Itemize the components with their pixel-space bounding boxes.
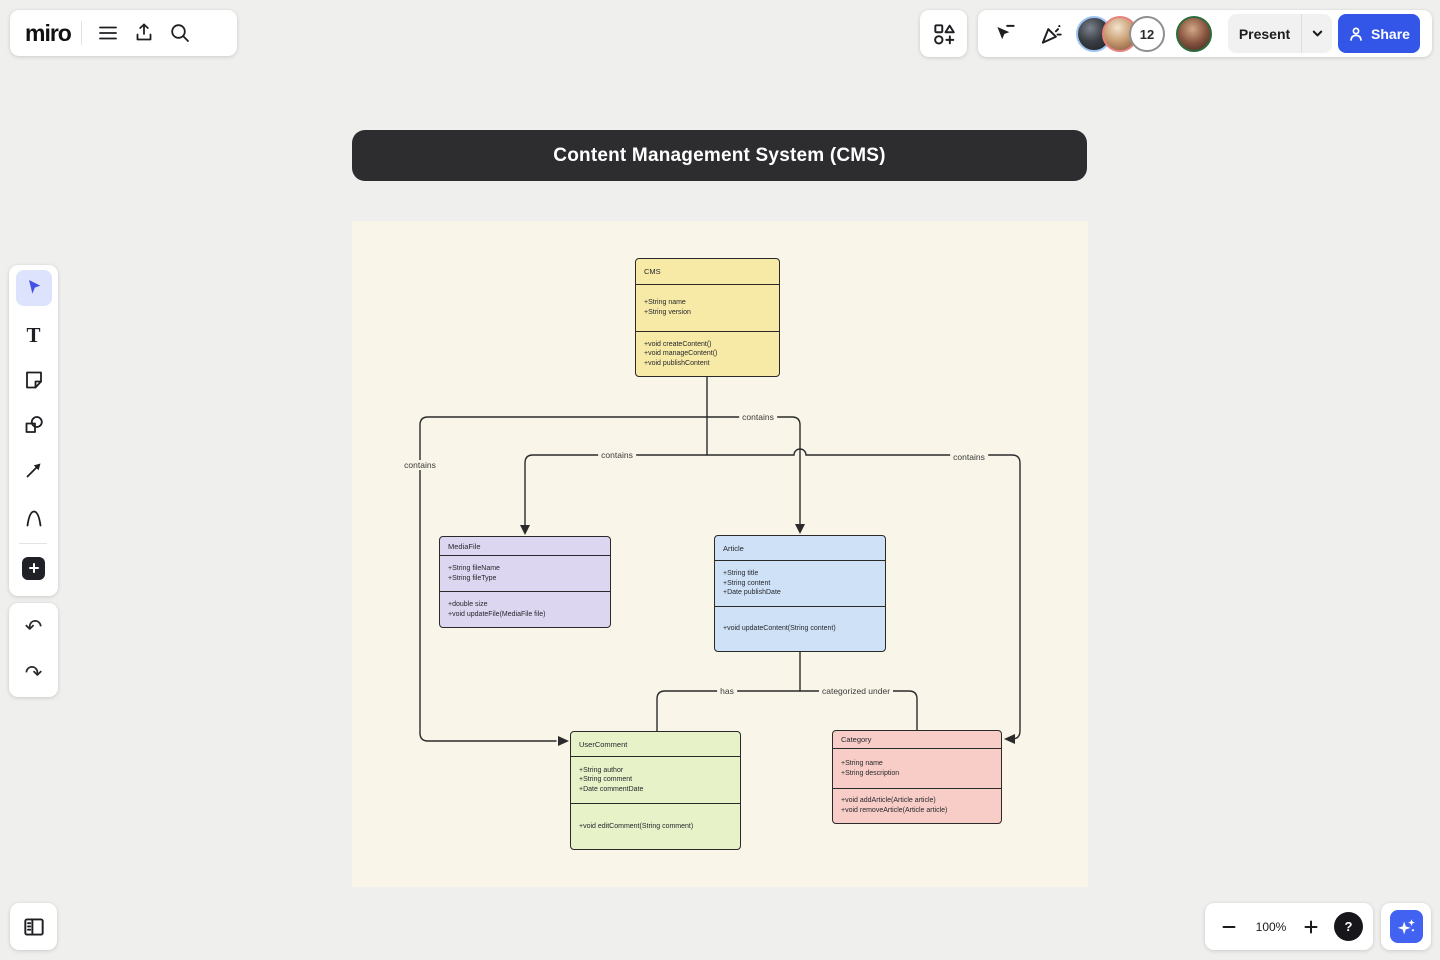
class-attributes: +String name +String description bbox=[833, 749, 1001, 789]
search-button[interactable] bbox=[162, 15, 198, 51]
undo-redo-toolbar: ↶ ↷ bbox=[9, 603, 58, 697]
share-label: Share bbox=[1371, 25, 1410, 42]
class-box-cms[interactable]: CMS +String name +String version +void c… bbox=[635, 258, 780, 377]
pen-tool-button[interactable] bbox=[16, 500, 52, 536]
class-title: CMS bbox=[636, 259, 779, 285]
follow-cursors-button[interactable] bbox=[987, 16, 1023, 52]
shapes-picker-button[interactable] bbox=[920, 10, 967, 57]
connector-label[interactable]: contains bbox=[598, 450, 636, 460]
connector-label[interactable]: has bbox=[717, 686, 737, 696]
hamburger-icon bbox=[98, 26, 117, 40]
diagram-title-shape[interactable]: Content Management System (CMS) bbox=[352, 130, 1087, 181]
divider bbox=[1301, 14, 1302, 53]
class-title: UserComment bbox=[571, 732, 740, 757]
connector-label[interactable]: contains bbox=[739, 412, 777, 422]
shapes-grid-icon bbox=[933, 23, 955, 45]
class-title: Article bbox=[715, 536, 885, 561]
more-tools-button[interactable] bbox=[16, 550, 52, 586]
sticky-note-tool-button[interactable] bbox=[16, 362, 52, 398]
class-box-usercomment[interactable]: UserComment +String author +String comme… bbox=[570, 731, 741, 850]
present-label: Present bbox=[1238, 25, 1291, 42]
class-attributes: +String fileName +String fileType bbox=[440, 556, 610, 592]
class-methods: +double size +void updateFile(MediaFile … bbox=[448, 600, 546, 618]
export-button[interactable] bbox=[126, 15, 162, 51]
connector-label[interactable]: contains bbox=[401, 460, 439, 470]
minus-icon bbox=[1222, 925, 1236, 928]
redo-icon: ↷ bbox=[24, 661, 43, 685]
sticky-note-icon bbox=[25, 371, 42, 389]
reactions-button[interactable] bbox=[1033, 16, 1069, 52]
present-button[interactable]: Present bbox=[1228, 14, 1332, 53]
text-tool-icon: T bbox=[26, 322, 41, 347]
chevron-down-icon bbox=[1312, 30, 1322, 37]
zoom-in-button[interactable] bbox=[1293, 909, 1329, 945]
divider bbox=[80, 21, 82, 45]
connector-tool-button[interactable] bbox=[16, 452, 52, 488]
ai-assistant-panel bbox=[1381, 903, 1431, 950]
main-menu-button[interactable] bbox=[90, 15, 126, 51]
sparkles-icon bbox=[1397, 918, 1415, 934]
class-methods: +void addArticle(Article article) +void … bbox=[841, 797, 948, 814]
frames-panel-button[interactable] bbox=[10, 903, 57, 950]
present-dropdown-toggle[interactable] bbox=[1302, 27, 1332, 40]
connector-label[interactable]: categorized under bbox=[818, 686, 894, 696]
class-methods: +void updateContent(String content) bbox=[723, 625, 836, 633]
zoom-controls: 100% ? bbox=[1205, 903, 1373, 950]
party-popper-icon bbox=[1041, 24, 1062, 44]
class-attributes: +String name +String version bbox=[636, 285, 779, 332]
plus-icon bbox=[1304, 920, 1318, 933]
zoom-out-button[interactable] bbox=[1211, 909, 1247, 945]
divider bbox=[19, 543, 47, 544]
search-icon bbox=[171, 24, 189, 42]
frames-panel-icon bbox=[23, 917, 44, 936]
miro-logo[interactable]: miro bbox=[25, 19, 72, 46]
class-box-article[interactable]: Article +String title +String content +D… bbox=[714, 535, 886, 652]
text-tool-button[interactable]: T bbox=[16, 317, 52, 353]
class-methods: +void editComment(String comment) bbox=[579, 822, 694, 830]
creation-toolbar: T bbox=[9, 265, 58, 596]
class-box-category[interactable]: Category +String name +String descriptio… bbox=[832, 730, 1002, 824]
top-left-toolbar: miro bbox=[10, 10, 237, 56]
top-right-toolbar: 12 Present Share bbox=[978, 10, 1432, 57]
undo-icon: ↶ bbox=[24, 615, 43, 639]
zoom-level[interactable]: 100% bbox=[1255, 919, 1287, 934]
class-title: Category bbox=[833, 731, 1001, 749]
shapes-tool-button[interactable] bbox=[16, 407, 52, 443]
class-methods: +void createContent() +void manageConten… bbox=[644, 340, 718, 367]
ai-assistant-button[interactable] bbox=[1389, 910, 1423, 943]
plus-icon bbox=[22, 556, 45, 580]
class-title: MediaFile bbox=[440, 537, 610, 556]
person-icon bbox=[1350, 27, 1362, 41]
select-tool-button[interactable] bbox=[15, 270, 52, 306]
shapes-icon bbox=[25, 416, 43, 433]
help-button[interactable]: ? bbox=[1334, 912, 1363, 941]
current-user-avatar[interactable] bbox=[1176, 16, 1212, 52]
select-cursor-icon bbox=[28, 280, 40, 294]
class-box-mediafile[interactable]: MediaFile +String fileName +String fileT… bbox=[439, 536, 611, 628]
export-icon bbox=[136, 23, 152, 41]
undo-button[interactable]: ↶ bbox=[16, 609, 52, 645]
connector-label[interactable]: contains bbox=[950, 452, 988, 462]
share-button[interactable]: Share bbox=[1338, 14, 1420, 53]
class-attributes: +String author +String comment +Date com… bbox=[571, 757, 740, 804]
collaborator-count-badge[interactable]: 12 bbox=[1129, 16, 1165, 52]
redo-button[interactable]: ↷ bbox=[16, 655, 52, 691]
arrow-icon bbox=[26, 463, 40, 478]
cursor-toggle-icon bbox=[997, 24, 1015, 39]
pen-icon bbox=[26, 510, 41, 527]
class-attributes: +String title +String content +Date publ… bbox=[715, 561, 885, 607]
